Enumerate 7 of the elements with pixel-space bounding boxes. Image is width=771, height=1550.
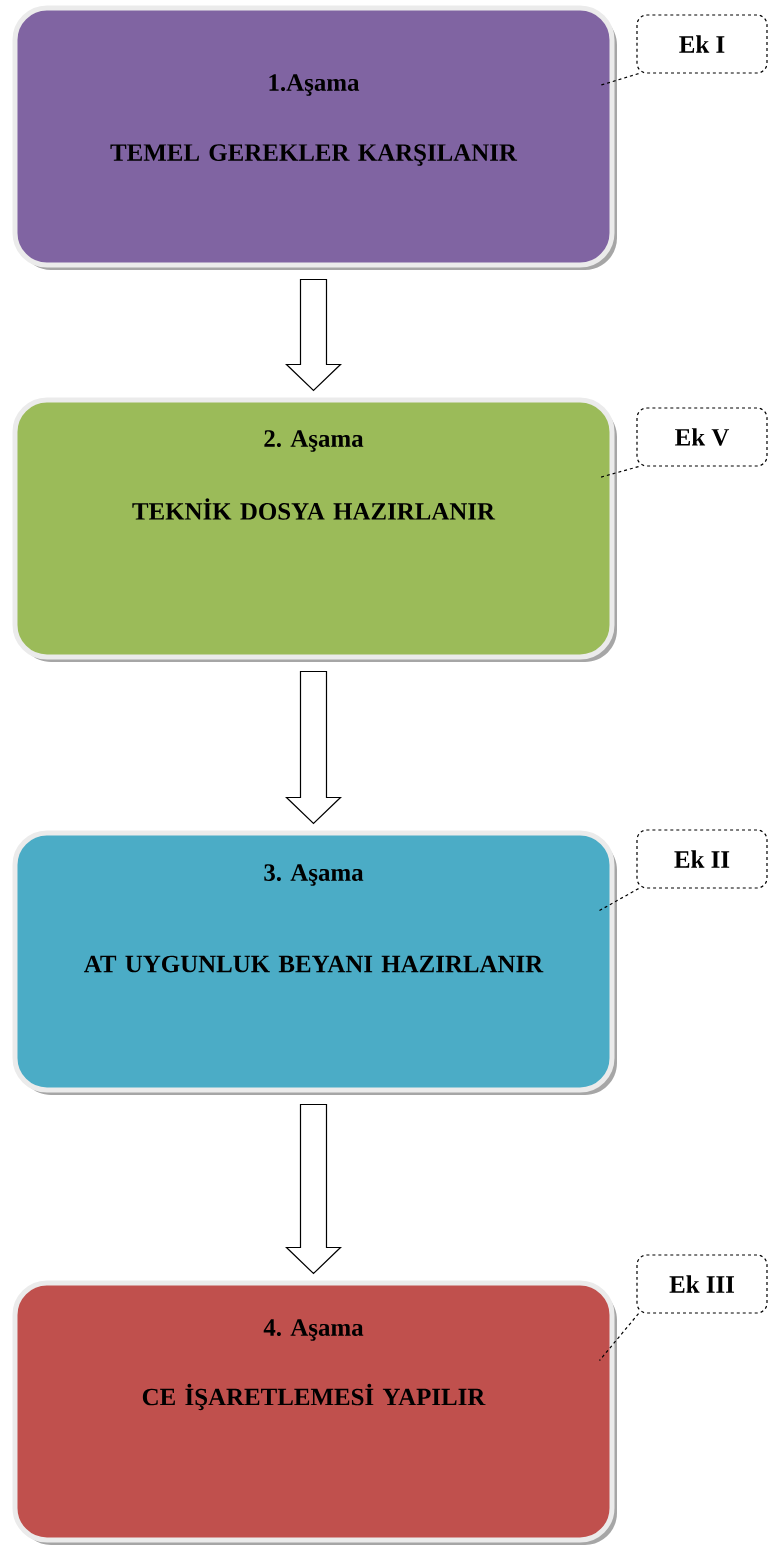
block-arrow <box>285 1103 342 1275</box>
block-arrow <box>285 278 342 392</box>
callout-box: Ek I <box>636 14 768 74</box>
block-arrow <box>285 670 342 825</box>
callout-box: Ek II <box>636 829 768 889</box>
callout-box: Ek III <box>636 1254 768 1314</box>
callout-box: Ek V <box>636 407 768 467</box>
